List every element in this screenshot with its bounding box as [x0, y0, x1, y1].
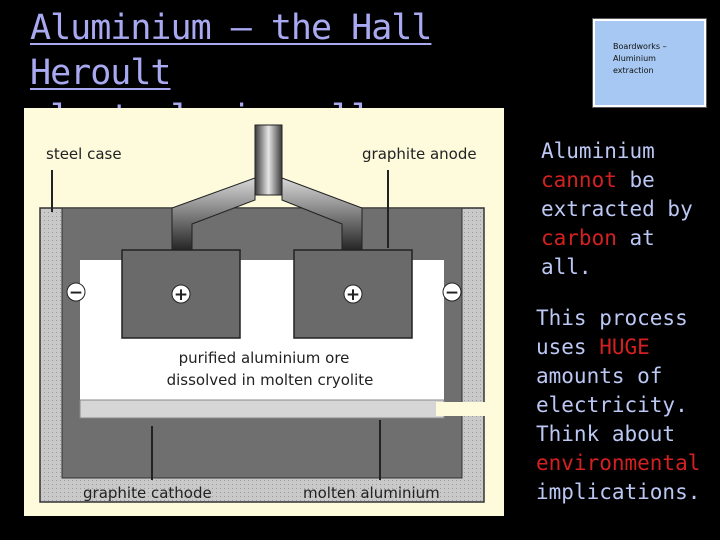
fact-huge-electricity: This process uses HUGE amounts of electr…: [536, 304, 716, 507]
badge-line-3: extraction: [613, 66, 654, 75]
fact1-line-2: cannot be: [541, 166, 711, 195]
badge-line-2: Aluminium: [613, 54, 656, 63]
electrolysis-cell-diagram: + + − − steel case graphite anode purifi…: [24, 108, 504, 516]
minus-sign: −: [445, 283, 459, 303]
plus-symbol-left: +: [171, 284, 191, 305]
highlight-environmental: environmental: [536, 451, 701, 475]
label-graphite-anode: graphite anode: [362, 145, 477, 163]
fact2-line-7: implications.: [536, 480, 701, 504]
fact1-line-4-rest: at all.: [541, 226, 655, 279]
minus-symbol-right: −: [442, 282, 462, 303]
label-ore: purified aluminium ore: [179, 349, 350, 367]
cell-svg: + + − − steel case graphite anode purifi…: [39, 124, 488, 503]
highlight-huge: HUGE: [599, 335, 650, 359]
fact1-line-2-rest: be: [616, 168, 655, 192]
plus-sign: +: [174, 285, 188, 305]
slide-title-line-1: Aluminium – the Hall Heroult: [30, 8, 432, 93]
minus-sign: −: [69, 283, 83, 303]
label-cryolite: dissolved in molten cryolite: [167, 371, 374, 389]
minus-symbol-left: −: [66, 282, 86, 303]
label-graphite-cathode: graphite cathode: [83, 484, 212, 502]
badge-line-1: Boardworks –: [613, 42, 667, 51]
fact2-line-2-start: uses: [536, 335, 600, 359]
highlight-carbon: carbon: [541, 226, 617, 250]
label-molten-aluminium: molten aluminium: [303, 484, 440, 502]
fact2-line-3: amounts of: [536, 364, 663, 388]
highlight-cannot: cannot: [541, 168, 617, 192]
fact2-line-5: Think about: [536, 422, 676, 446]
fact-cannot-extract-by-carbon: Aluminium cannot be extracted by carbon …: [541, 137, 711, 282]
boardworks-badge[interactable]: Boardworks – Aluminium extraction: [592, 18, 707, 108]
fact2-line-4: electricity.: [536, 393, 688, 417]
fact2-line-2: uses HUGE: [536, 333, 716, 362]
fact1-line-1: Aluminium: [541, 139, 655, 163]
plus-symbol-right: +: [343, 284, 363, 305]
molten-aluminium-layer: [79, 399, 445, 419]
anode-rod: [254, 124, 283, 196]
fact1-line-3: extracted by: [541, 197, 693, 221]
label-steel-case: steel case: [46, 145, 122, 163]
fact1-line-4: carbon at all.: [541, 224, 711, 282]
fact2-line-1: This process: [536, 306, 688, 330]
plus-sign: +: [346, 285, 360, 305]
outlet-spout: [436, 402, 488, 416]
